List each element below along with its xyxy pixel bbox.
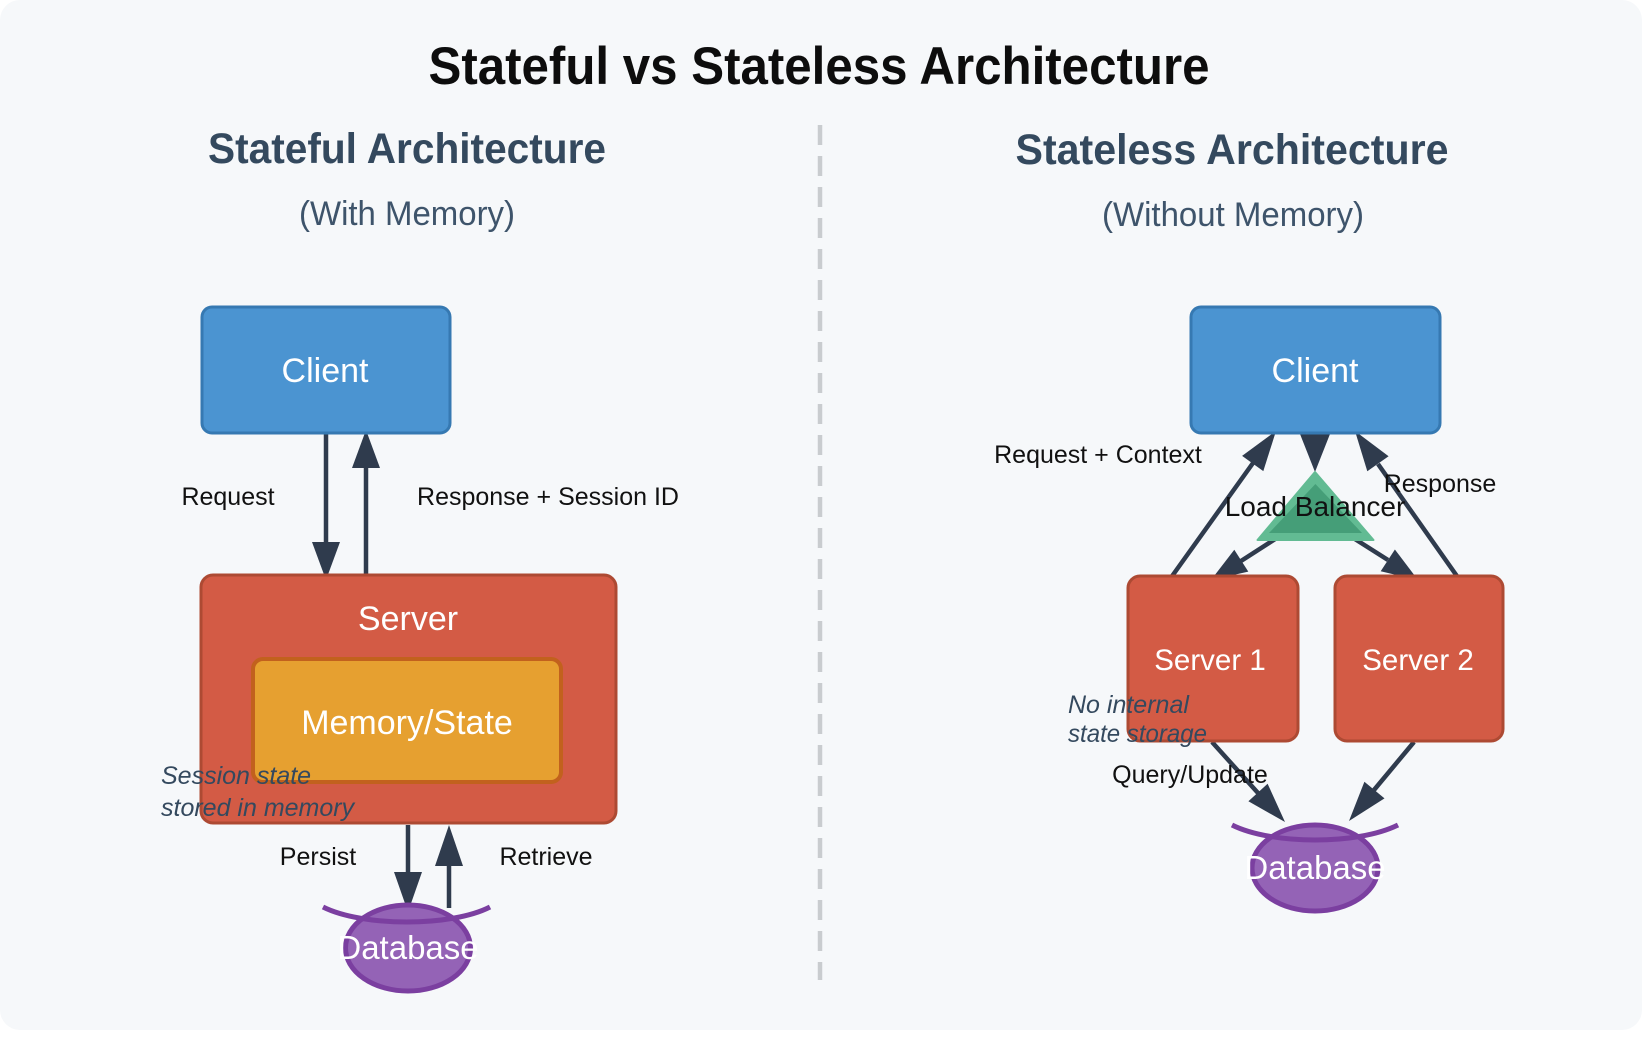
svg-text:Request + Context: Request + Context xyxy=(994,441,1202,469)
svg-text:Server: Server xyxy=(358,600,458,638)
svg-text:Session state: Session state xyxy=(161,762,311,790)
svg-text:Client: Client xyxy=(1272,352,1359,390)
svg-text:Query/Update: Query/Update xyxy=(1112,761,1268,789)
svg-text:Stateless Architecture: Stateless Architecture xyxy=(1016,127,1449,174)
svg-text:(Without Memory): (Without Memory) xyxy=(1102,196,1364,234)
svg-text:No internal: No internal xyxy=(1068,691,1190,719)
svg-text:Request: Request xyxy=(181,483,274,511)
svg-text:(With Memory): (With Memory) xyxy=(299,195,515,233)
svg-text:Database: Database xyxy=(337,929,478,966)
svg-text:state storage: state storage xyxy=(1068,720,1207,748)
svg-text:Retrieve: Retrieve xyxy=(499,843,592,871)
svg-text:Stateful vs Stateless Architec: Stateful vs Stateless Architecture xyxy=(429,37,1210,96)
svg-text:Client: Client xyxy=(282,352,369,390)
svg-text:Persist: Persist xyxy=(280,843,356,871)
svg-text:Response + Session ID: Response + Session ID xyxy=(417,483,679,511)
svg-text:Memory/State: Memory/State xyxy=(301,704,513,742)
svg-text:Load Balancer: Load Balancer xyxy=(1225,491,1406,522)
svg-text:Server 1: Server 1 xyxy=(1154,644,1266,677)
svg-text:stored in memory: stored in memory xyxy=(161,794,356,822)
svg-text:Stateful Architecture: Stateful Architecture xyxy=(208,126,606,173)
svg-text:Database: Database xyxy=(1244,849,1385,886)
svg-text:Server 2: Server 2 xyxy=(1362,644,1474,677)
svg-text:Response: Response xyxy=(1384,470,1497,498)
